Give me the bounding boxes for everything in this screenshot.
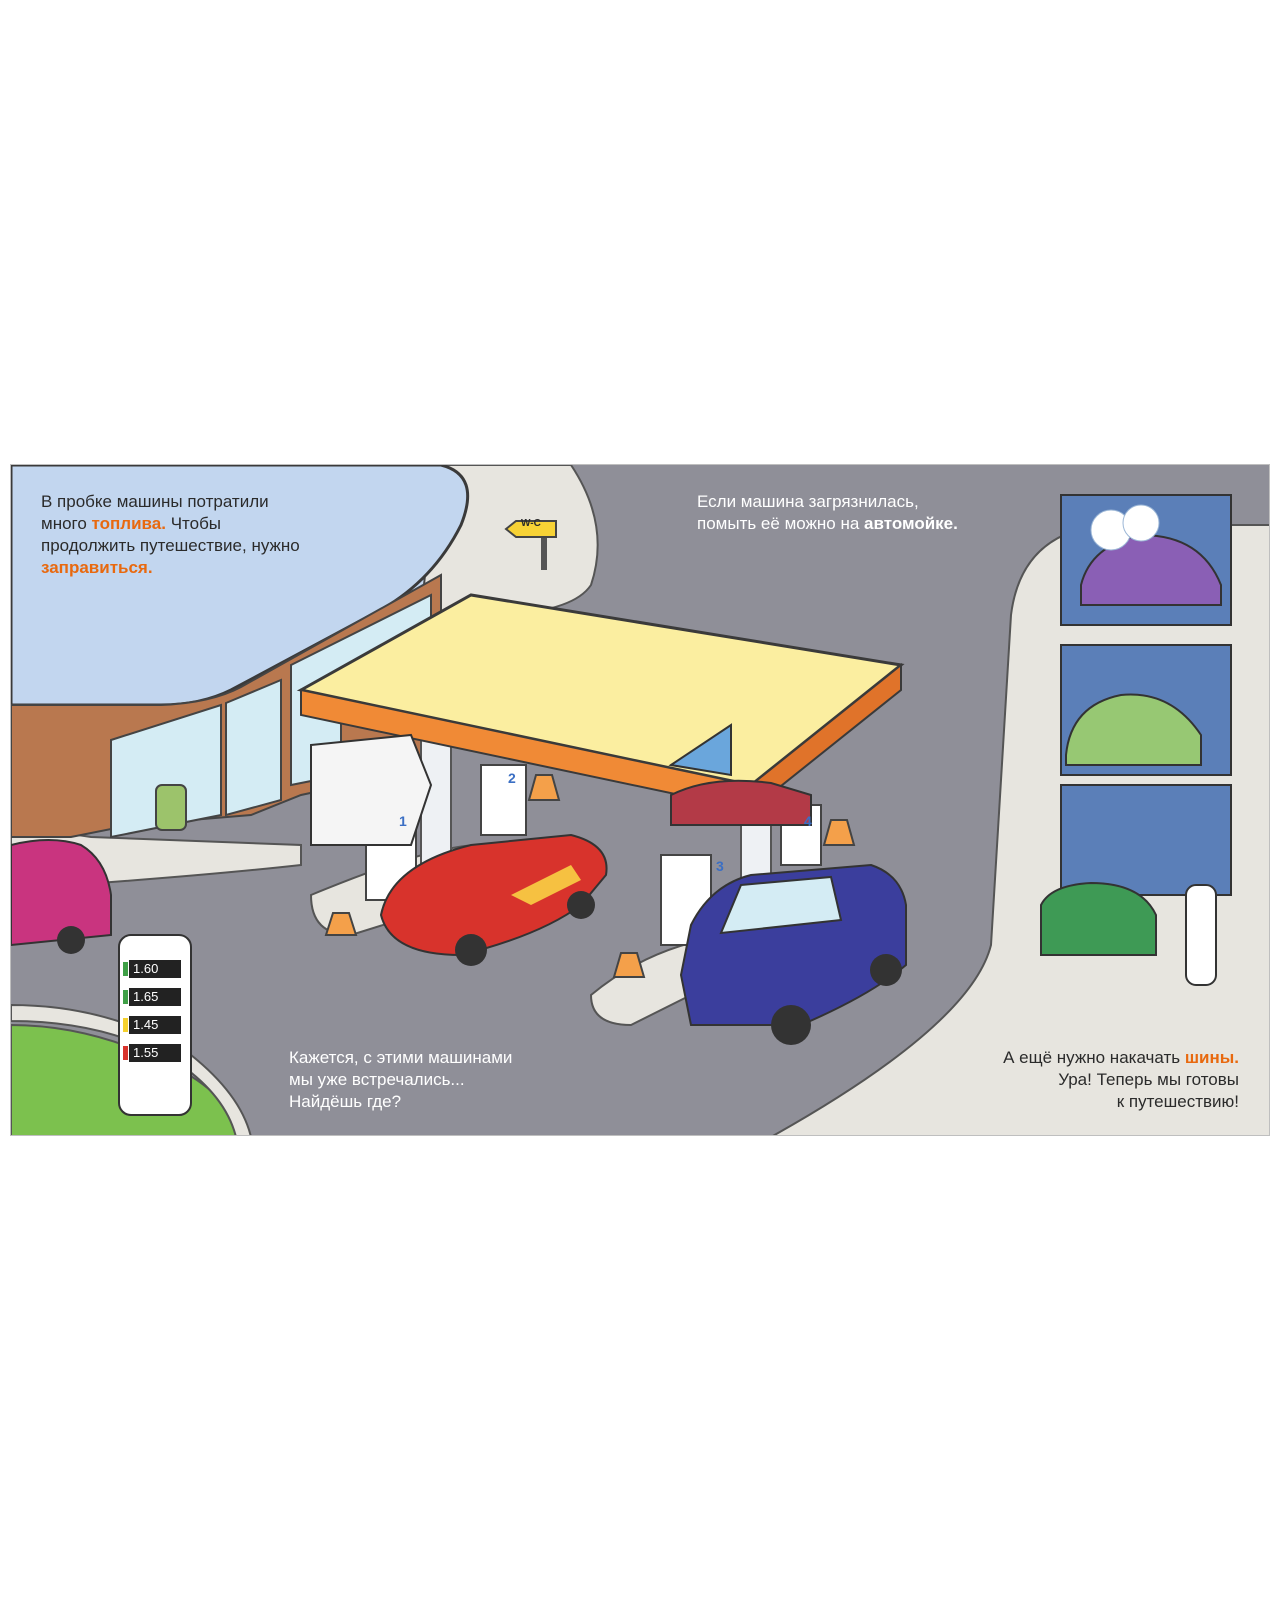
wc-sign (504, 520, 557, 570)
car-wash (1040, 494, 1232, 986)
shop-window-2 (225, 678, 282, 817)
tyres-line-3: к путешествию! (1116, 1092, 1239, 1111)
illustration-spread: W-C 1.60 1.65 1.45 1.55 1 2 3 4 В пробке… (10, 464, 1270, 1136)
intro-line-2-start: много (41, 514, 92, 533)
refuel-highlight: заправиться. (41, 558, 153, 577)
tyres-line-1-start: А ещё нужно накачать (1003, 1048, 1185, 1067)
pump-number-4: 4 (804, 813, 812, 829)
pump-number-1: 1 (399, 813, 407, 829)
tyres-highlight: шины. (1184, 1048, 1239, 1067)
intro-text: В пробке машины потратили много топлива.… (41, 491, 300, 579)
price-4: 1.55 (133, 1045, 159, 1060)
tyres-text: А ещё нужно накачать шины. Ура! Теперь м… (1003, 1047, 1239, 1113)
shop-window-1 (110, 703, 222, 839)
red-sports-car (379, 833, 608, 966)
trash-bin (155, 784, 187, 831)
air-pump (1185, 884, 1217, 986)
wash-line-2: помыть её можно на автомойке. (697, 513, 958, 535)
cars-line-1: Кажется, с этими машинами (289, 1048, 513, 1067)
intro-line-2: много топлива. Чтобы (41, 513, 300, 535)
blue-suv (679, 863, 907, 1045)
tyres-line-2: Ура! Теперь мы готовы (1058, 1070, 1239, 1089)
car-wash-text: Если машина загрязнилась, помыть её можн… (697, 491, 958, 535)
traffic-cones (324, 774, 856, 978)
wash-bay-3 (1060, 784, 1232, 896)
cars-line-2: мы уже встречались... (289, 1070, 465, 1089)
white-van (310, 733, 433, 846)
price-2: 1.65 (133, 989, 159, 1004)
fuel-highlight: топлива. (91, 514, 166, 533)
pump-number-2: 2 (508, 770, 516, 786)
fuel-pump-2 (480, 764, 527, 836)
wash-line-2-start: помыть её можно на (697, 514, 865, 533)
price-3: 1.45 (133, 1017, 159, 1032)
dark-red-car (670, 779, 812, 826)
magenta-car (11, 839, 112, 954)
intro-line-1: В пробке машины потратили (41, 492, 269, 511)
light-green-car (1065, 693, 1202, 766)
shop-building (11, 465, 470, 839)
fuel-price-sign (118, 934, 192, 1116)
cars-line-3: Найдёшь где? (289, 1092, 402, 1111)
wc-sign-label: W-C (521, 518, 541, 529)
cars-question-text: Кажется, с этими машинами мы уже встреча… (289, 1047, 512, 1113)
car-wash-highlight: автомойке. (864, 514, 958, 533)
green-car (1040, 881, 1157, 956)
price-1: 1.60 (133, 961, 159, 976)
tyres-line-1: А ещё нужно накачать шины. (1003, 1047, 1239, 1069)
wash-line-1: Если машина загрязнилась, (697, 492, 919, 511)
intro-line-3: продолжить путешествие, нужно (41, 536, 300, 555)
pump-number-3: 3 (716, 858, 724, 874)
canopy-logo (668, 723, 732, 777)
gas-station-scene (11, 465, 1269, 1135)
intro-line-2-end: Чтобы (165, 514, 222, 533)
